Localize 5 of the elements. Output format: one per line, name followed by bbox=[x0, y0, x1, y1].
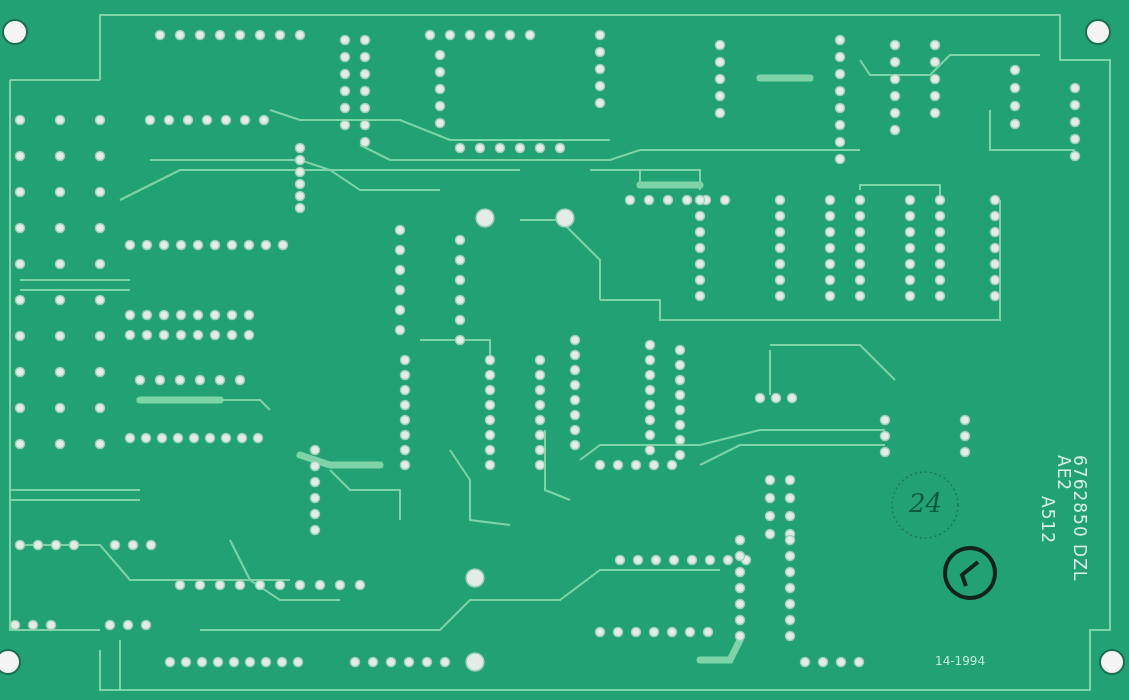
date-marking: 14-1994 bbox=[935, 655, 986, 667]
handwritten-number: 24 bbox=[909, 490, 943, 516]
silkscreen-text: A512 bbox=[1039, 496, 1056, 545]
silkscreen-text: AE2 bbox=[1055, 455, 1072, 492]
silkscreen-text: 6762850 DZL bbox=[1071, 455, 1088, 582]
